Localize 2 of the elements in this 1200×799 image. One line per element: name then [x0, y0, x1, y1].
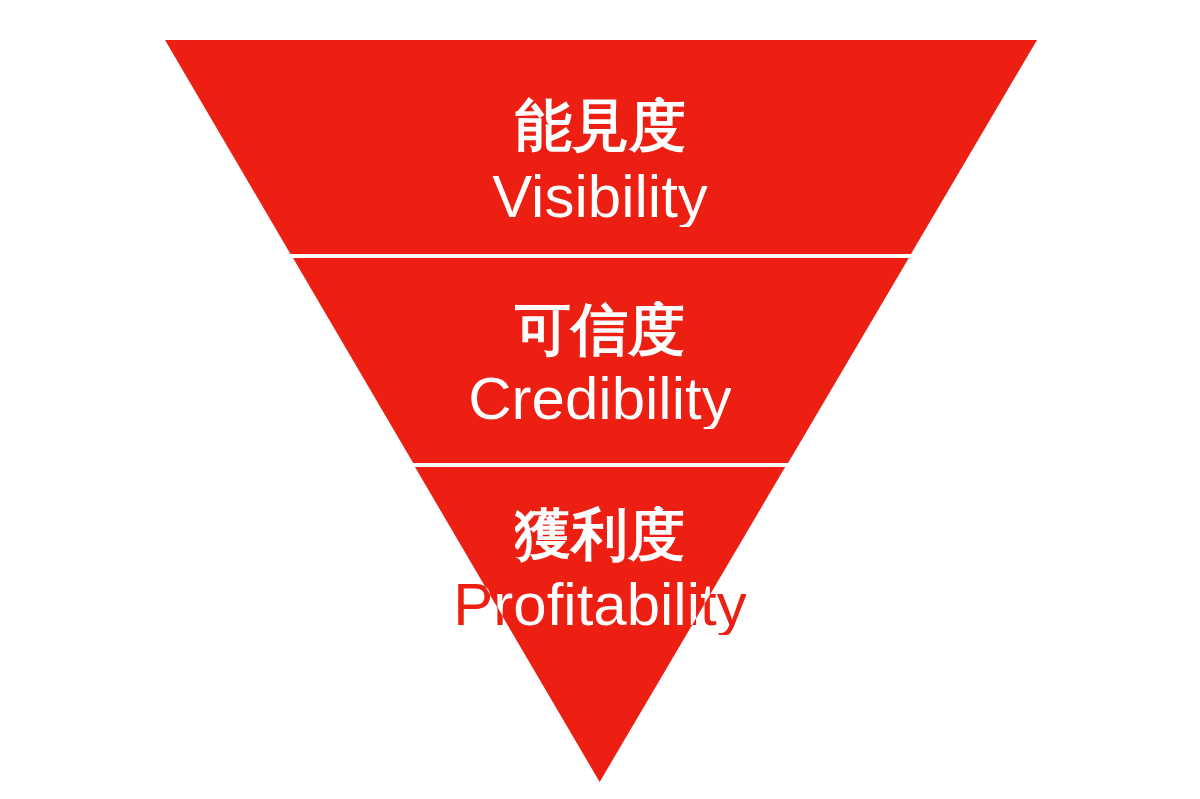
- funnel-band: [292, 258, 909, 463]
- funnel-band: [165, 40, 1037, 254]
